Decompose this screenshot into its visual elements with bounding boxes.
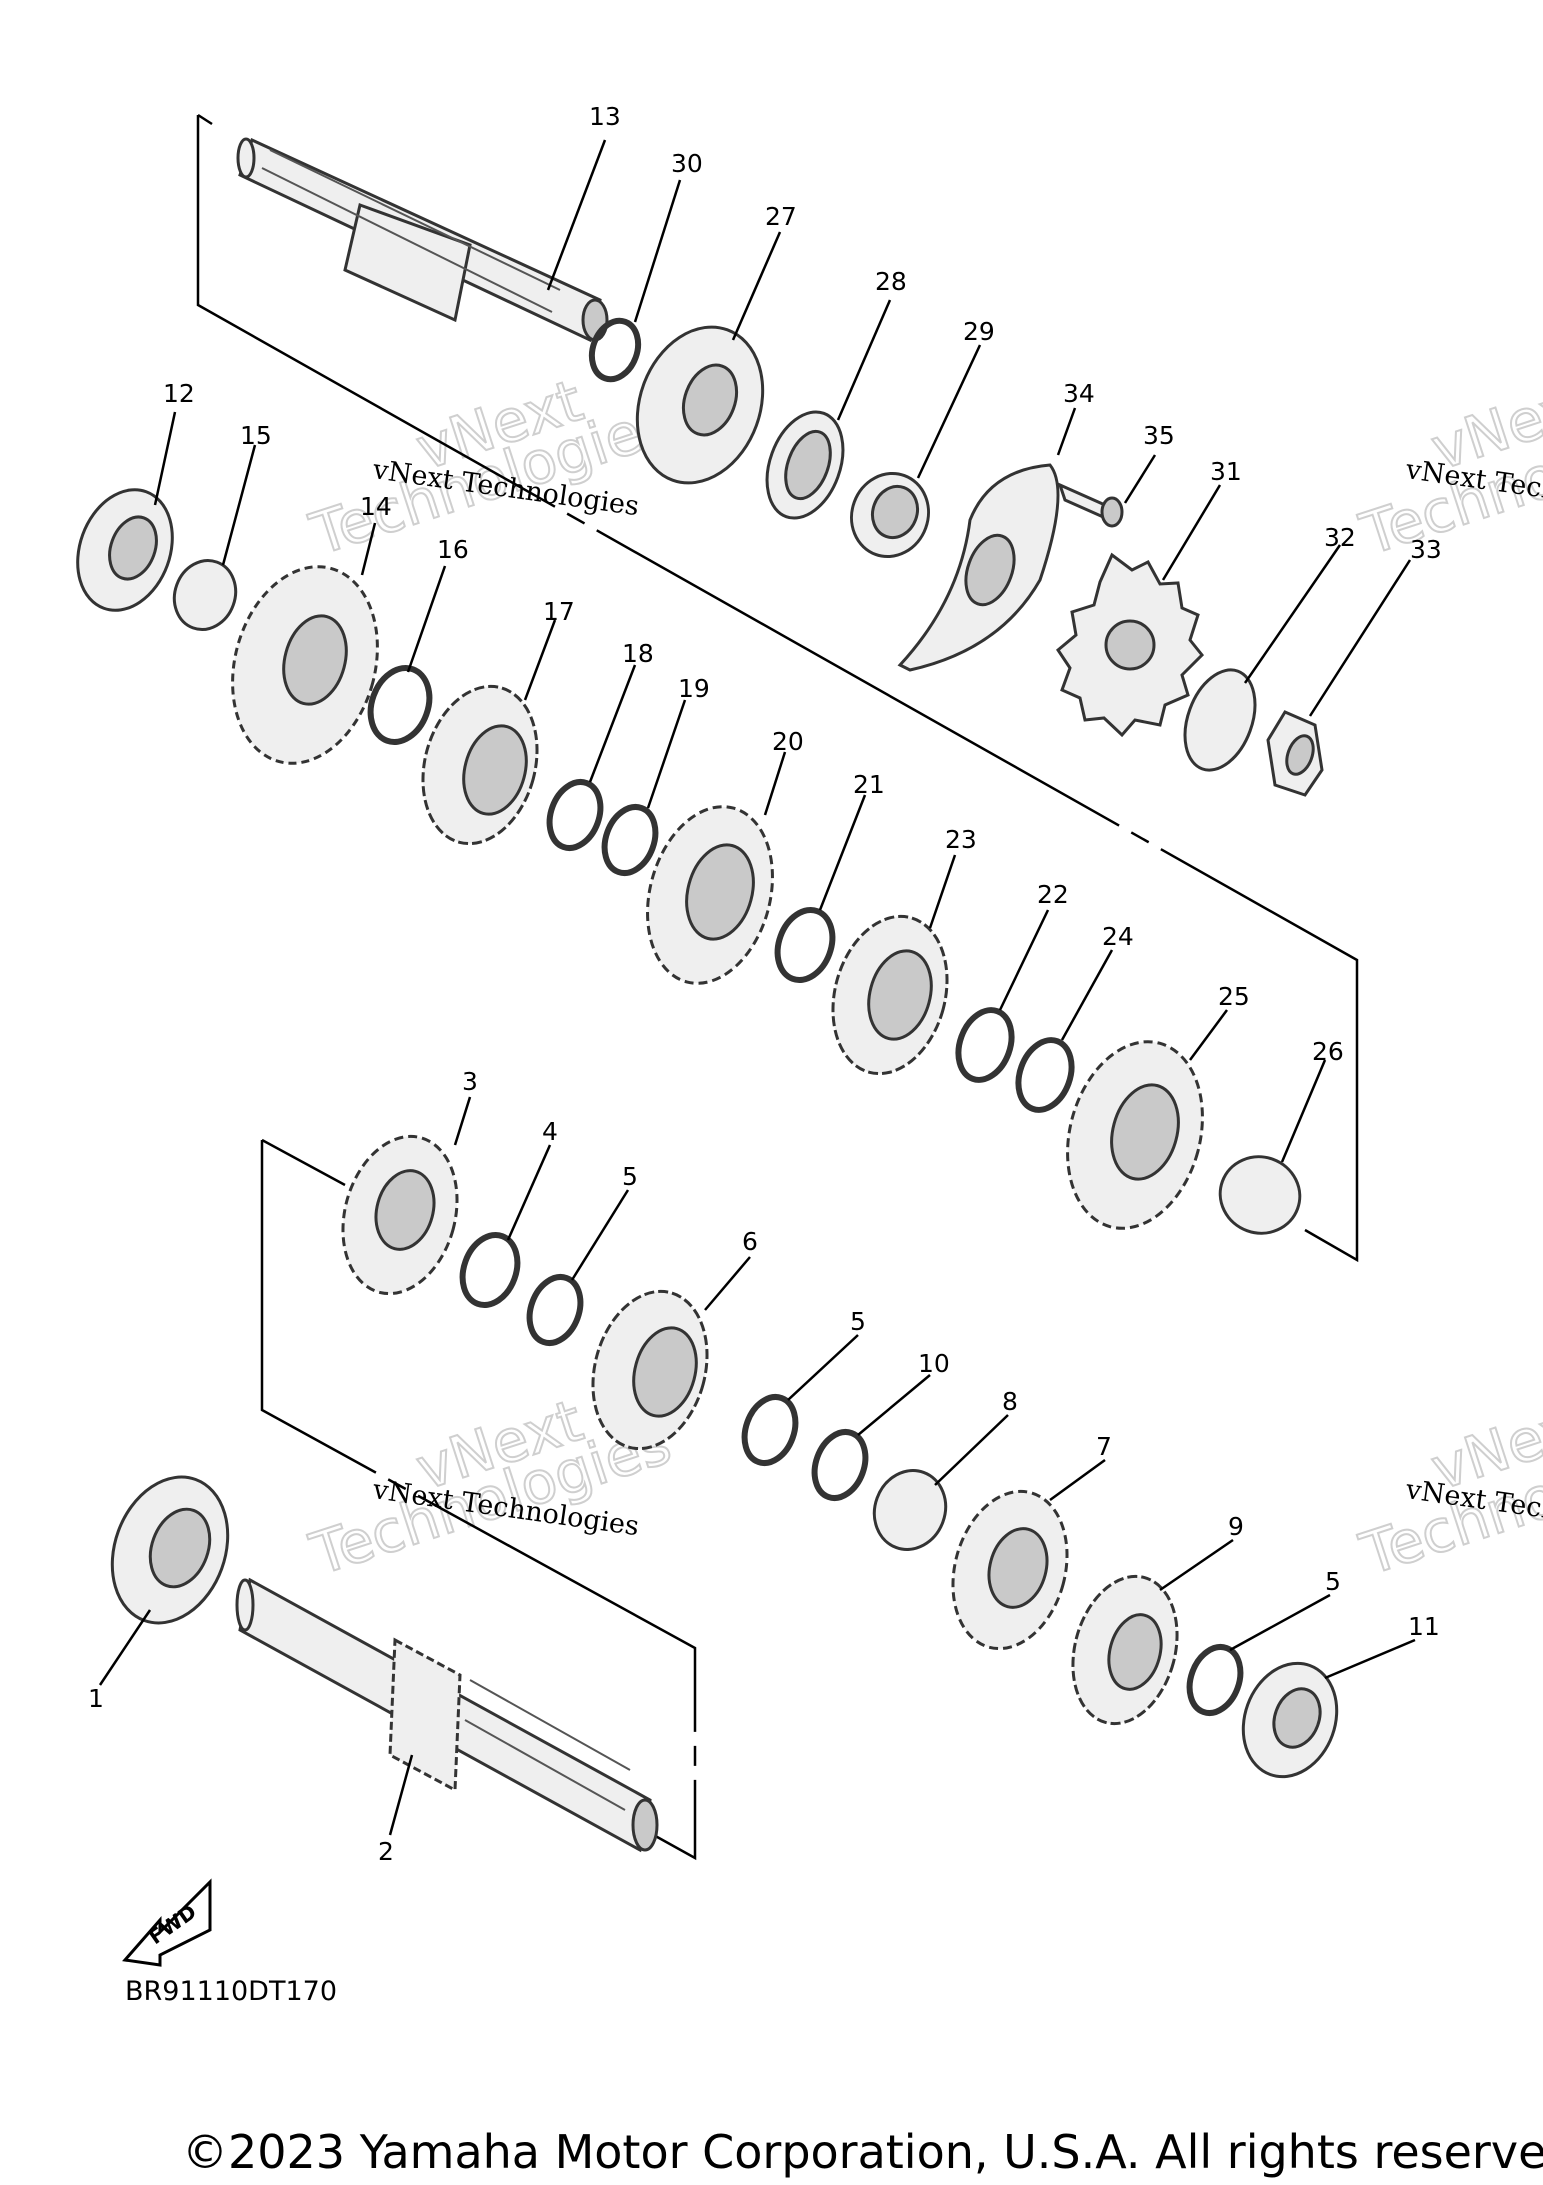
callout-28: 28 <box>875 267 907 296</box>
gear <box>231 565 379 765</box>
callout-5: 5 <box>622 1162 638 1191</box>
gear <box>831 914 949 1076</box>
callout-5: 5 <box>1325 1567 1341 1596</box>
circlip <box>1015 1037 1075 1113</box>
gear <box>341 1134 459 1296</box>
callout-7: 7 <box>1096 1432 1112 1461</box>
circlip <box>774 907 836 983</box>
callout-35: 35 <box>1143 421 1175 450</box>
circlip <box>741 1394 799 1466</box>
callout-10: 10 <box>918 1349 950 1378</box>
callout-19: 19 <box>678 674 710 703</box>
callout-32: 32 <box>1324 523 1356 552</box>
lower-shaft-frame <box>260 1140 697 1861</box>
bearing <box>1241 1661 1339 1779</box>
bearing <box>110 1475 230 1625</box>
callout-17: 17 <box>543 597 575 626</box>
assembly-frames <box>196 113 1359 1861</box>
callout-33: 33 <box>1410 535 1442 564</box>
callout-15: 15 <box>240 421 272 450</box>
callouts: 13 30 27 28 29 34 35 31 32 33 12 15 14 1… <box>88 102 1442 1866</box>
reference-code: BR91110DT170 <box>125 1976 337 2007</box>
gear <box>421 684 539 846</box>
drive-axle <box>235 1577 659 1853</box>
washer <box>811 1429 869 1501</box>
callout-25: 25 <box>1218 982 1250 1011</box>
bearing <box>76 488 174 612</box>
bearing <box>635 325 765 485</box>
callout-14: 14 <box>360 492 392 521</box>
callout-6: 6 <box>742 1227 758 1256</box>
washer <box>546 779 604 851</box>
callout-9: 9 <box>1228 1512 1244 1541</box>
washer <box>459 1232 521 1308</box>
copyright-notice: ©2023 Yamaha Motor Corporation, U.S.A. A… <box>182 2125 1543 2179</box>
parts: FWD <box>76 137 1339 1967</box>
callout-26: 26 <box>1312 1037 1344 1066</box>
callout-8: 8 <box>1002 1387 1018 1416</box>
nut <box>1266 710 1324 797</box>
bushing <box>872 1469 948 1551</box>
gear <box>951 1489 1069 1651</box>
circlip <box>601 804 659 876</box>
callout-29: 29 <box>963 317 995 346</box>
callout-5: 5 <box>850 1307 866 1336</box>
upper-shaft-frame-top <box>197 113 213 126</box>
washer <box>955 1007 1015 1083</box>
leader-lines <box>98 139 1416 1836</box>
callout-22: 22 <box>1037 880 1069 909</box>
upper-shaft-frame <box>196 115 1359 1263</box>
circlip <box>526 1274 584 1346</box>
drive-sprocket <box>1056 552 1205 738</box>
circlip <box>367 665 433 745</box>
callout-31: 31 <box>1210 457 1242 486</box>
lock-washer <box>1183 668 1257 772</box>
callout-11: 11 <box>1408 1612 1440 1641</box>
gear <box>1066 1040 1204 1230</box>
bushing <box>172 559 238 631</box>
circlip <box>588 317 642 383</box>
gear <box>1071 1574 1179 1726</box>
callout-12: 12 <box>163 379 195 408</box>
callout-2: 2 <box>378 1837 394 1866</box>
callout-4: 4 <box>542 1117 558 1146</box>
main-shaft <box>236 137 609 343</box>
callout-27: 27 <box>765 202 797 231</box>
callout-30: 30 <box>671 149 703 178</box>
bushing <box>1218 1155 1302 1235</box>
callout-16: 16 <box>437 535 469 564</box>
callout-23: 23 <box>945 825 977 854</box>
callout-20: 20 <box>772 727 804 756</box>
callout-3: 3 <box>462 1067 478 1096</box>
circlip <box>1186 1644 1244 1716</box>
callout-13: 13 <box>589 102 621 131</box>
callout-21: 21 <box>853 770 885 799</box>
callout-24: 24 <box>1102 922 1134 951</box>
gear <box>591 1289 709 1451</box>
bolt <box>1057 482 1124 528</box>
gear <box>646 805 774 985</box>
callout-34: 34 <box>1063 379 1095 408</box>
callout-1: 1 <box>88 1684 104 1713</box>
forward-arrow-icon: FWD <box>122 1878 212 1967</box>
lower-shaft-frame-top <box>261 1138 346 1187</box>
callout-18: 18 <box>622 639 654 668</box>
